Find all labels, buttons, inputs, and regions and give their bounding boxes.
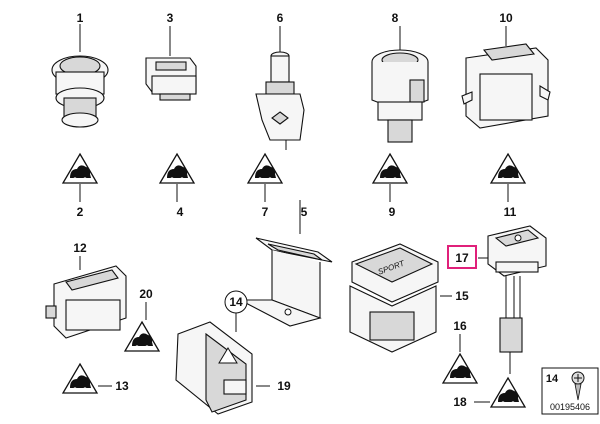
part-19-hazard-switch bbox=[175, 321, 253, 415]
callout-1: 1 bbox=[77, 11, 84, 25]
callout-8: 8 bbox=[392, 11, 399, 25]
callout-10: 10 bbox=[499, 11, 513, 25]
callout-3: 3 bbox=[167, 11, 174, 25]
warning-triangle-icon bbox=[247, 153, 283, 184]
warning-triangle-icon bbox=[62, 363, 98, 394]
callout-7: 7 bbox=[262, 205, 269, 219]
callout-20: 20 bbox=[139, 287, 153, 301]
reference-box: 14 00195406 bbox=[541, 367, 599, 415]
reference-part-number: 14 bbox=[546, 373, 559, 385]
callout-17-highlight bbox=[447, 245, 477, 269]
warning-triangle-icon bbox=[490, 377, 526, 408]
hazard-triangle-icon bbox=[218, 347, 238, 364]
callout-18: 18 bbox=[453, 395, 467, 409]
callout-13: 13 bbox=[115, 379, 129, 393]
screw-icon bbox=[571, 371, 585, 401]
callout-2: 2 bbox=[77, 205, 84, 219]
warning-triangle-icon bbox=[62, 153, 98, 184]
warning-triangle-icon bbox=[442, 353, 478, 384]
callout-19: 19 bbox=[277, 379, 291, 393]
part-5-bracket bbox=[239, 237, 333, 327]
callout-15: 15 bbox=[455, 289, 469, 303]
callout-16: 16 bbox=[453, 319, 467, 333]
callout-14: 14 bbox=[229, 295, 243, 309]
part-15-sport-button: SPORT bbox=[349, 243, 439, 353]
callout-6: 6 bbox=[277, 11, 284, 25]
warning-triangle-icon bbox=[372, 153, 408, 184]
warning-triangle-icon bbox=[159, 153, 195, 184]
part-10-switch bbox=[461, 43, 551, 129]
part-6-plunger-switch bbox=[255, 51, 305, 150]
warning-triangle-icon bbox=[124, 321, 160, 352]
callout-17: 17 bbox=[455, 251, 469, 265]
part-8-push-switch bbox=[371, 49, 429, 143]
callout-5: 5 bbox=[301, 205, 308, 219]
part-17-switch-with-cable bbox=[487, 225, 547, 353]
drawing-id: 00195406 bbox=[550, 402, 590, 412]
callout-12: 12 bbox=[73, 241, 87, 255]
part-12-switch-panel bbox=[45, 265, 127, 339]
callout-4: 4 bbox=[177, 205, 184, 219]
callout-11: 11 bbox=[504, 205, 517, 219]
callout-9: 9 bbox=[389, 205, 396, 219]
warning-triangle-icon bbox=[490, 153, 526, 184]
part-1-socket bbox=[51, 55, 109, 128]
part-3-switch bbox=[145, 57, 197, 101]
